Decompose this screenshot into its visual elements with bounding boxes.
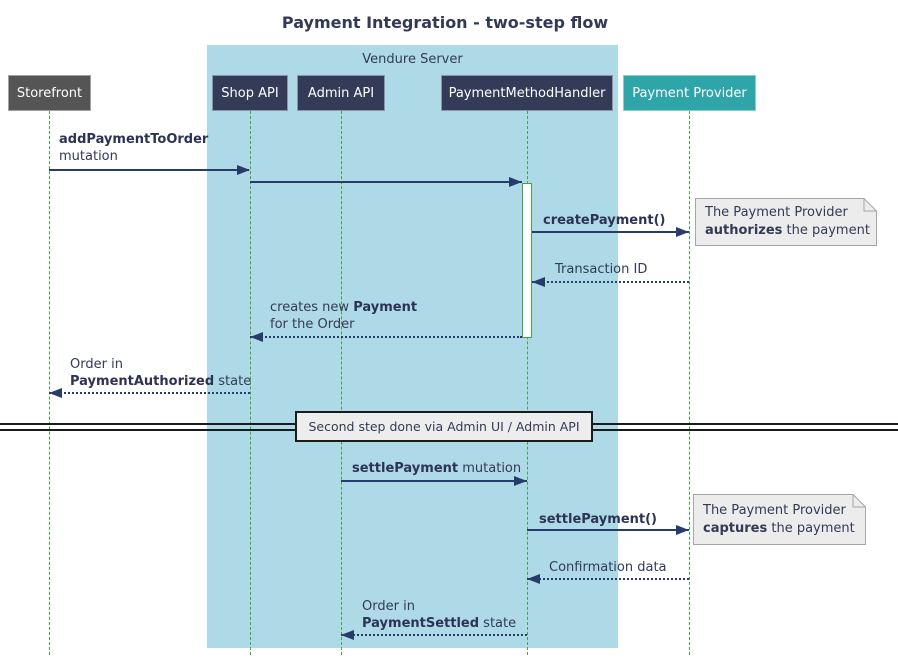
message-label-order-settled: Order in PaymentSettled state	[362, 599, 517, 631]
arrowhead-left-icon	[341, 630, 354, 640]
server-group-box: Vendure Server	[207, 45, 618, 648]
arrowhead-right-icon	[676, 227, 689, 237]
lifeline-admin-api	[341, 111, 342, 655]
message-label-order-authorized: Order in PaymentAuthorized state	[70, 357, 252, 389]
activation-bar	[522, 183, 532, 338]
message-label-transaction-id: Transaction ID	[555, 262, 648, 277]
message-arrow-transaction-id	[532, 281, 689, 283]
arrowhead-right-icon	[509, 177, 522, 187]
arrowhead-right-icon	[237, 165, 250, 175]
arrowhead-right-icon	[514, 476, 527, 486]
message-arrow-create-payment	[532, 231, 689, 233]
message-arrow-confirmation	[527, 578, 689, 580]
note-authorize: The Payment Provider authorizes the paym…	[695, 198, 877, 246]
message-label-creates-payment: creates new Payment for the Order	[270, 300, 418, 332]
divider-label-box: Second step done via Admin UI / Admin AP…	[295, 411, 593, 442]
arrowhead-left-icon	[49, 388, 62, 398]
participant-shop-api: Shop API	[212, 75, 288, 111]
participant-admin-api: Admin API	[297, 75, 385, 111]
message-label-settle-payment: settlePayment()	[539, 512, 657, 527]
note-capture: The Payment Provider captures the paymen…	[693, 494, 866, 545]
message-arrow-forward-to-handler	[250, 181, 522, 183]
note-shape	[693, 494, 866, 545]
message-arrow-settle-mutation	[341, 480, 527, 482]
message-arrow-add-payment	[49, 169, 249, 171]
arrowhead-left-icon	[527, 574, 540, 584]
arrowhead-left-icon	[532, 277, 545, 287]
arrowhead-left-icon	[250, 332, 263, 342]
message-arrow-order-authorized	[49, 392, 250, 394]
message-label-confirmation: Confirmation data	[549, 560, 667, 575]
note-authorize-text: The Payment Provider authorizes the paym…	[705, 205, 870, 238]
server-group-label: Vendure Server	[362, 52, 463, 67]
note-shape	[695, 198, 877, 246]
message-label-create-payment: createPayment()	[543, 213, 666, 228]
participant-storefront: Storefront	[8, 75, 91, 111]
lifeline-payment-provider	[689, 111, 690, 655]
diagram-title: Payment Integration - two-step flow	[281, 13, 609, 32]
note-capture-text: The Payment Provider captures the paymen…	[703, 503, 855, 536]
message-arrow-order-settled	[341, 634, 527, 636]
arrowhead-right-icon	[676, 525, 689, 535]
message-label-settle-mutation: settlePayment mutation	[352, 461, 522, 476]
lifeline-shop-api	[250, 111, 251, 655]
message-label-add-payment: addPaymentToOrder mutation	[59, 132, 209, 164]
participant-payment-method-handler: PaymentMethodHandler	[441, 75, 613, 111]
message-arrow-creates-payment	[250, 336, 522, 338]
lifeline-payment-method-handler	[527, 111, 528, 655]
message-arrow-settle-payment	[527, 529, 689, 531]
participant-payment-provider: Payment Provider	[623, 75, 756, 111]
lifeline-storefront	[49, 111, 50, 655]
